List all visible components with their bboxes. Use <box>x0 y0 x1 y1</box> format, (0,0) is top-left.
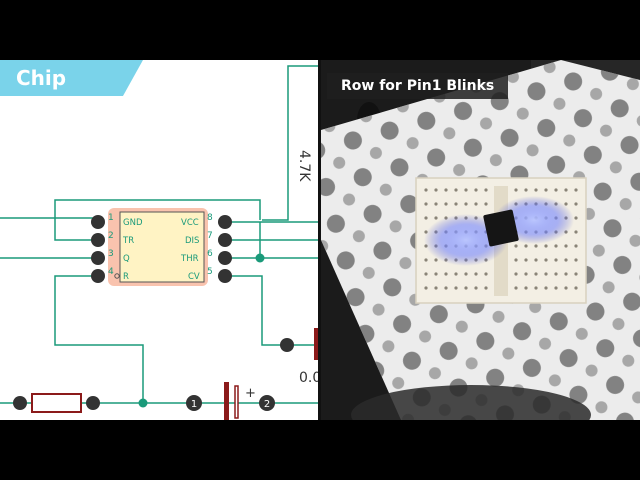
resistor-pad-right <box>86 396 100 410</box>
pin-number-3: 3 <box>108 249 114 259</box>
pin-number-5: 5 <box>207 267 213 277</box>
capacitor-polarity: + <box>245 386 256 401</box>
breadboard-scene <box>321 60 640 420</box>
schematic-panel: 4.7K 1 2 3 4 8 7 6 5 <box>0 60 318 420</box>
pin-label-tr: TR <box>122 236 134 246</box>
circuit-diagram: 4.7K 1 2 3 4 8 7 6 5 <box>0 65 318 420</box>
pin-number-1: 1 <box>108 213 114 223</box>
resistor-body <box>31 393 82 413</box>
resistor-label: 4.7K <box>296 150 312 182</box>
capacitor-plate-positive <box>234 385 239 419</box>
pin-number-4: 4 <box>108 267 114 277</box>
pin-label-q: Q <box>123 254 130 264</box>
capacitor-plate-negative <box>224 382 229 420</box>
ic-right-pins <box>218 215 232 283</box>
reset-inversion-bubble <box>114 273 120 279</box>
chip-banner: Chip <box>0 60 143 96</box>
pin-label-dis: DIS <box>185 236 199 246</box>
letterbox-top <box>0 0 640 60</box>
chip-banner-label: Chip <box>16 66 67 90</box>
pin-label-cv: CV <box>188 272 200 282</box>
pin-number-2: 2 <box>108 231 114 241</box>
pin-label-gnd: GND <box>123 218 143 228</box>
photo-caption: Row for Pin1 Blinks <box>327 73 509 99</box>
pin-number-6: 6 <box>207 249 213 259</box>
pin-label-thr: THR <box>180 254 199 264</box>
ic-chip-body <box>119 211 205 283</box>
pin-label-r: R <box>123 272 129 282</box>
capacitor-pin-1: 1 <box>191 399 197 410</box>
pin-label-vcc: VCC <box>181 218 199 228</box>
partial-value-label: 0.0 <box>299 370 318 386</box>
hand-shadow <box>351 385 591 420</box>
breadboard-photo: Row for Pin1 Blinks <box>321 60 640 420</box>
chip-banner-background <box>0 60 143 96</box>
pin-number-8: 8 <box>207 213 213 223</box>
mini-breadboard <box>415 177 587 304</box>
partial-component <box>314 328 318 360</box>
component-pad <box>280 338 294 352</box>
capacitor-pad-1 <box>186 395 202 411</box>
pin-number-7: 7 <box>207 231 213 241</box>
junction-dot <box>255 253 265 263</box>
letterbox-bottom <box>0 420 640 480</box>
ic-left-pins <box>91 215 105 283</box>
capacitor-pin-2: 2 <box>264 399 270 410</box>
panel-divider <box>318 60 321 420</box>
junction-dot <box>138 398 148 408</box>
capacitor-pad-2 <box>259 395 275 411</box>
resistor-pad-left <box>13 396 27 410</box>
chip-on-breadboard <box>483 209 519 247</box>
